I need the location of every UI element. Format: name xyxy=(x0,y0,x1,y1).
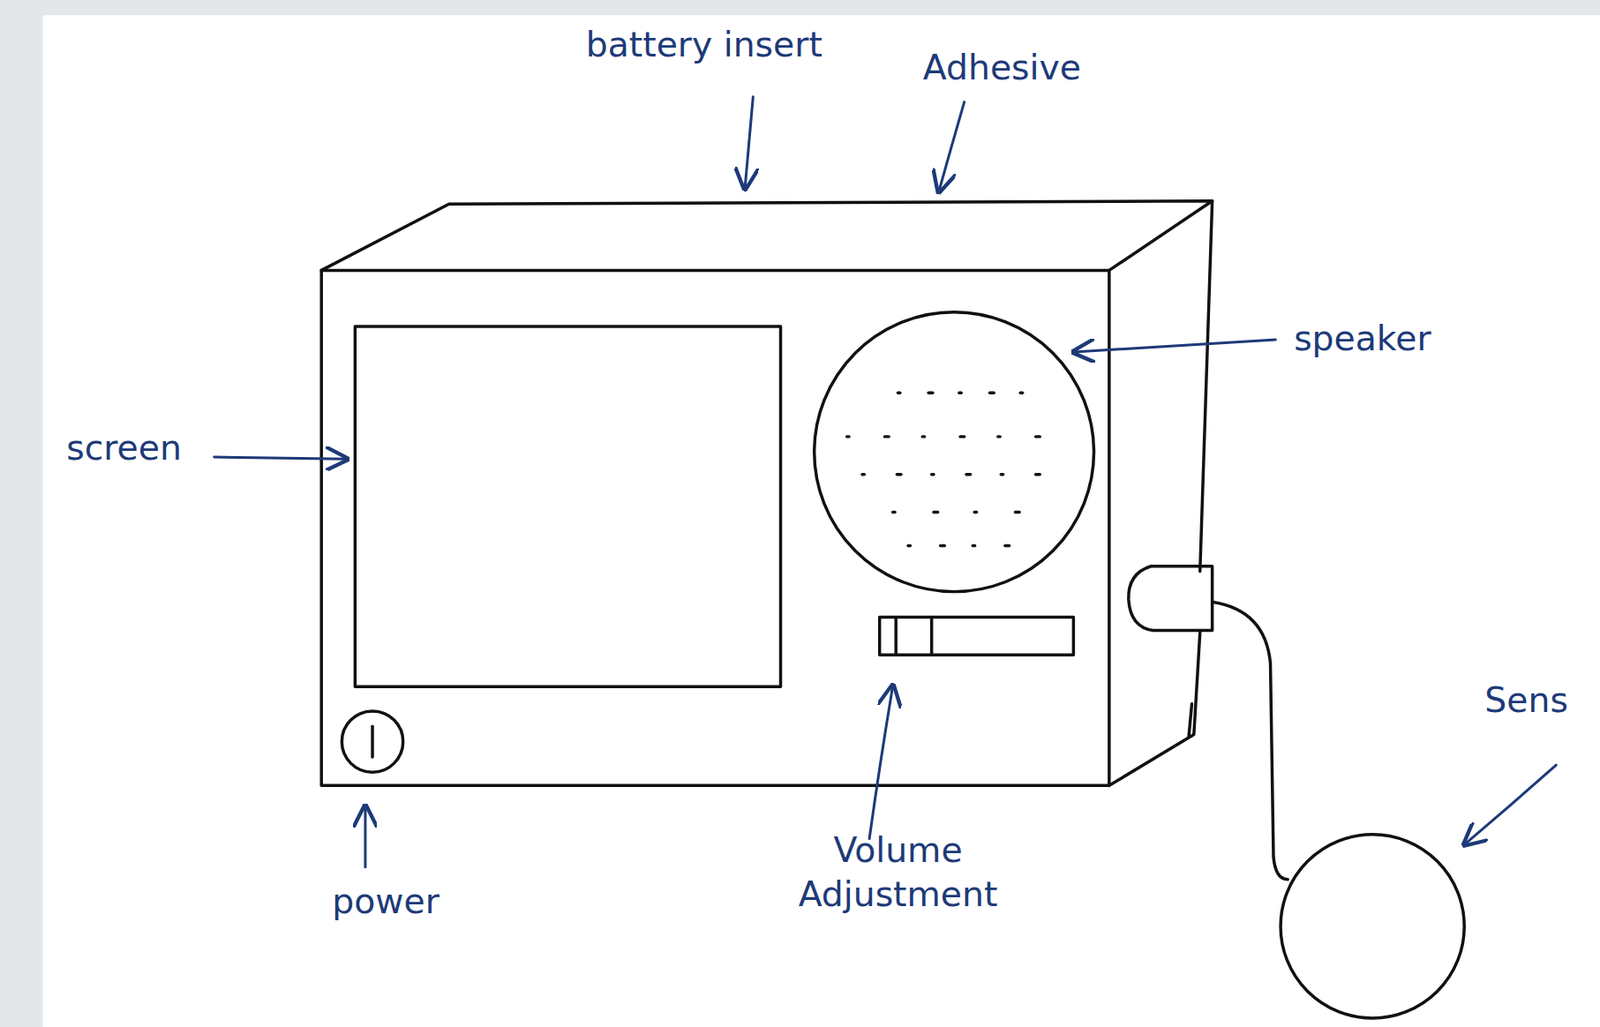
speaker-hole xyxy=(1036,473,1041,476)
speaker-hole xyxy=(847,435,849,438)
speaker-hole xyxy=(966,473,971,476)
speaker-hole xyxy=(960,435,965,438)
speaker-hole xyxy=(998,435,1000,438)
speaker-hole xyxy=(884,435,889,438)
speaker-hole xyxy=(940,544,946,548)
speaker-hole xyxy=(862,473,864,476)
speaker-hole xyxy=(922,435,924,438)
speaker-hole xyxy=(908,544,910,548)
part-label: screen xyxy=(66,426,182,470)
speaker-hole xyxy=(972,544,975,548)
speaker-hole xyxy=(1005,544,1010,548)
part-label: power xyxy=(331,879,440,924)
speaker-hole xyxy=(1000,473,1003,476)
part-label: Sens xyxy=(1484,678,1569,722)
speaker-hole xyxy=(974,510,977,514)
part-label: Volume Adjustment xyxy=(781,828,1016,916)
speaker-hole xyxy=(896,473,902,476)
speaker-hole xyxy=(1020,390,1022,394)
speaker-hole xyxy=(1014,510,1020,514)
speaker-hole xyxy=(1036,435,1041,438)
speaker-hole xyxy=(959,390,962,394)
speaker-hole xyxy=(931,473,934,476)
speaker-hole xyxy=(898,390,901,394)
part-label: speaker xyxy=(1293,315,1431,360)
speaker-hole xyxy=(928,390,933,394)
speaker-hole xyxy=(893,510,895,514)
part-label: Adhesive xyxy=(923,45,1082,90)
speaker-hole xyxy=(933,510,939,514)
part-label: battery insert xyxy=(585,22,823,66)
speaker-hole xyxy=(990,390,995,394)
